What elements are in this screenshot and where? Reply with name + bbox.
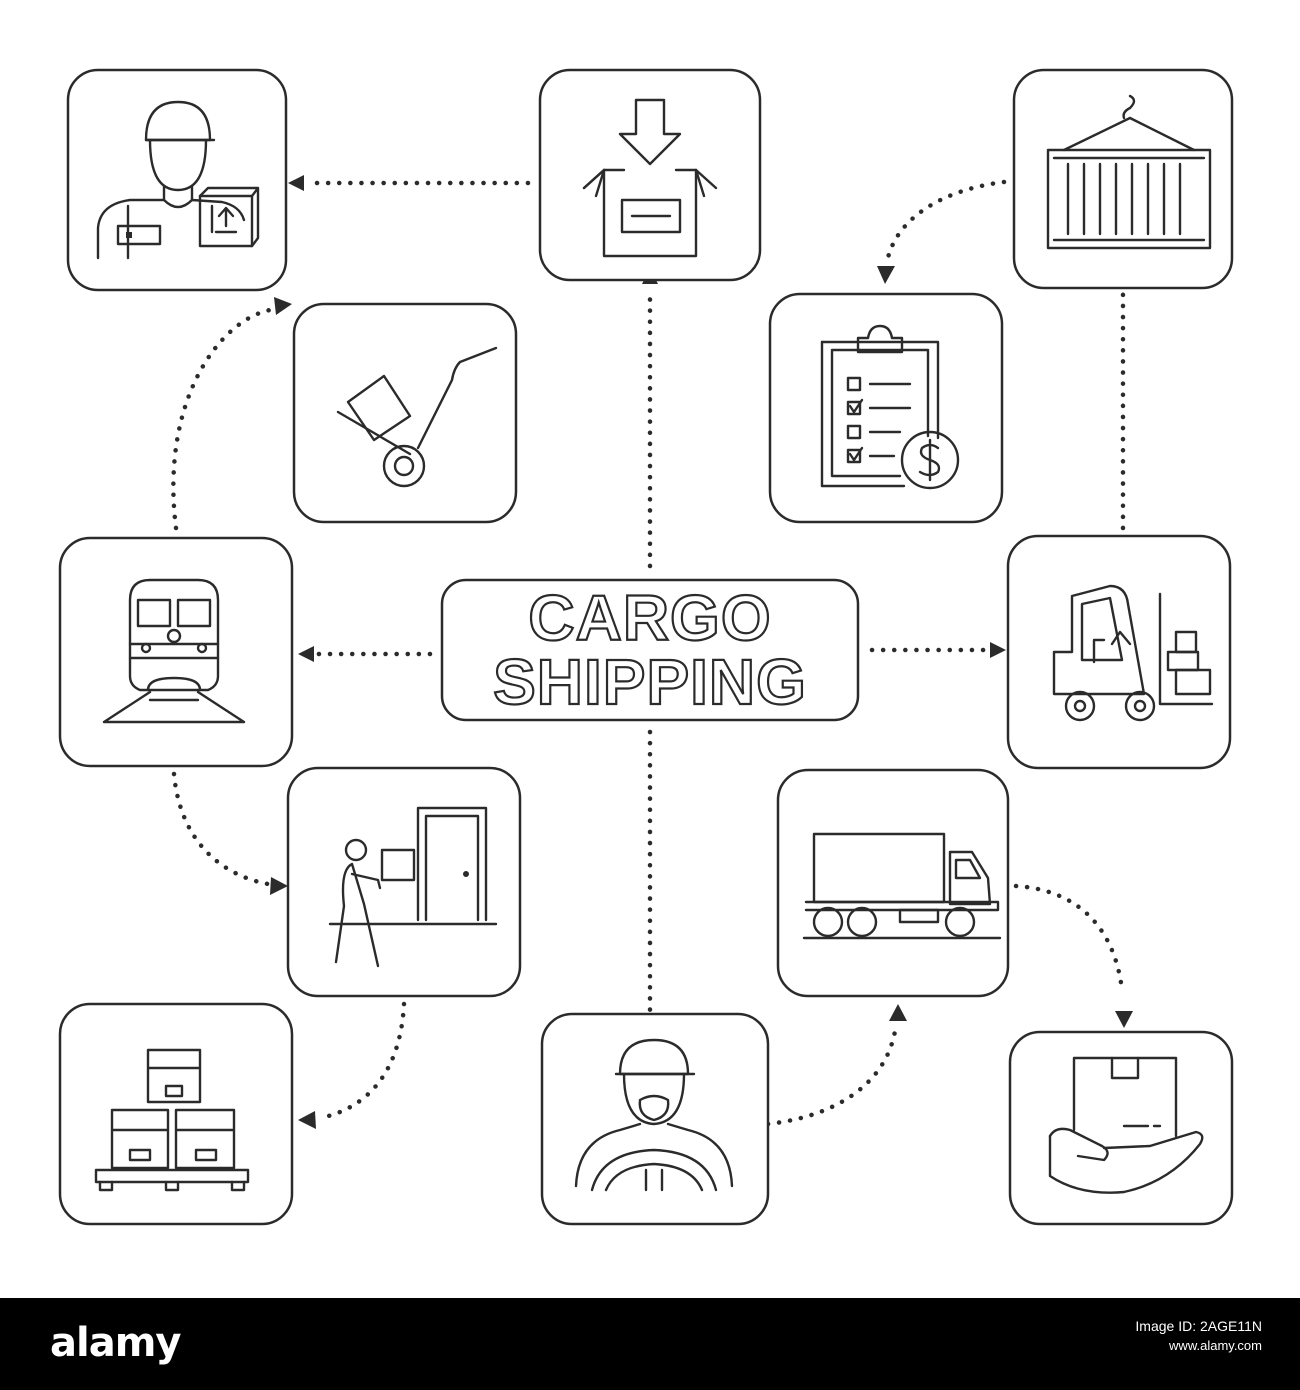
node-container — [1012, 68, 1234, 290]
link-driver-to-truck — [765, 1021, 899, 1127]
alamy-logo: alamy — [50, 1320, 181, 1366]
forklift-icon — [1052, 584, 1214, 722]
door-delivery-icon — [328, 806, 498, 968]
watermark-footer: alamy Image ID: 2AGE11N www.alamy.com — [0, 1298, 1300, 1390]
image-info: Image ID: 2AGE11N www.alamy.com — [1135, 1316, 1262, 1356]
checklist-invoice-icon — [820, 324, 960, 490]
arrowhead — [298, 646, 314, 662]
arrowhead — [1115, 1011, 1133, 1028]
link-train-to-delivery — [171, 771, 271, 887]
pallet-boxes-icon — [94, 1048, 250, 1192]
node-hand-truck — [292, 302, 518, 524]
delivery-truck-icon — [802, 832, 1002, 940]
node-truck — [776, 768, 1010, 998]
node-hand-box — [1008, 1030, 1234, 1226]
cargo-shipping-mind-map: CARGO SHIPPING — [58, 68, 1234, 1226]
node-forklift — [1006, 534, 1232, 770]
site-url: www.alamy.com — [1169, 1338, 1262, 1353]
courier-with-parcel-icon — [96, 100, 260, 260]
image-id: Image ID: 2AGE11N — [1135, 1318, 1262, 1334]
connectors — [171, 175, 1133, 1129]
node-box-in — [538, 68, 762, 282]
node-delivery-man — [286, 766, 522, 998]
node-train — [58, 536, 294, 768]
node-driver — [540, 1012, 770, 1226]
container-crane-icon — [1046, 94, 1212, 250]
link-delivery-to-pallet — [317, 1001, 407, 1121]
parcel-on-hand-icon — [1048, 1056, 1204, 1194]
central-topic: CARGO SHIPPING — [440, 578, 860, 722]
arrowhead — [877, 266, 895, 284]
link-container-to-invoice — [884, 179, 1007, 265]
hand-truck-icon — [336, 346, 498, 488]
node-courier — [66, 68, 288, 292]
title-line-1: CARGO — [528, 582, 771, 654]
box-drop-icon — [582, 98, 718, 258]
arrowhead — [990, 642, 1006, 658]
freight-train-icon — [102, 578, 246, 724]
link-train-to-handtruck — [171, 307, 273, 531]
arrowhead — [288, 175, 304, 191]
link-truck-to-handbox — [1013, 883, 1125, 993]
title-line-2: SHIPPING — [493, 646, 807, 718]
arrowhead — [270, 877, 288, 895]
arrowhead — [274, 297, 292, 315]
node-invoice — [768, 292, 1004, 524]
node-pallet — [58, 1002, 294, 1226]
truck-driver-icon — [574, 1038, 734, 1192]
arrowhead — [298, 1111, 316, 1129]
arrowhead — [889, 1004, 907, 1021]
